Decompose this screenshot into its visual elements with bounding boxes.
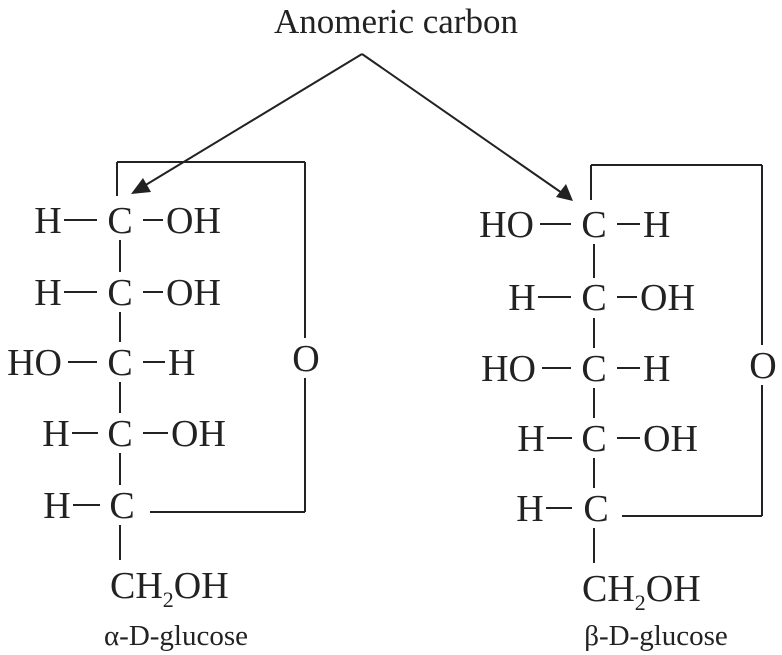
ring-oxygen: O <box>292 338 319 380</box>
ring-oxygen: O <box>749 345 776 387</box>
carbon-atom: C <box>107 413 132 455</box>
substituent-left: H <box>43 485 70 527</box>
substituent-left: H <box>34 272 61 314</box>
carbon-atom: C <box>107 200 132 242</box>
arrow-line-right <box>361 53 563 194</box>
ch2oh-group: CH2OH <box>110 565 229 612</box>
ch2oh-group: CH2OH <box>582 568 701 615</box>
substituent-right: H <box>168 342 195 384</box>
substituent-left: H <box>517 418 544 460</box>
substituent-left: HO <box>7 342 62 384</box>
substituent-left: H <box>42 413 69 455</box>
beta-glucose-structure: O HO C H H C OH HO C H H C OH H C <box>479 164 777 652</box>
alpha-glucose-structure: O H C OH H C OH HO C H H C OH H C <box>7 161 320 652</box>
carbon-atom: C <box>107 342 132 384</box>
substituent-left: H <box>508 277 535 319</box>
carbon-atom: C <box>109 485 134 527</box>
carbon-atom: C <box>583 488 608 530</box>
ch2oh-tail: OH <box>174 565 229 607</box>
diagram-title: Anomeric carbon <box>274 2 518 41</box>
carbon-atom: C <box>581 418 606 460</box>
ch2oh-main: CH <box>582 568 635 610</box>
substituent-right: OH <box>166 272 221 314</box>
ch2oh-main: CH <box>110 565 163 607</box>
carbon-atom: C <box>107 272 132 314</box>
ch2oh-tail: OH <box>646 568 701 610</box>
ch2oh-subscript: 2 <box>635 590 646 615</box>
structure-caption: α-D-glucose <box>104 620 248 652</box>
substituent-right: OH <box>171 413 226 455</box>
carbon-atom: C <box>581 204 606 246</box>
carbon-atom: C <box>581 277 606 319</box>
substituent-right: OH <box>640 277 695 319</box>
substituent-left: H <box>516 488 543 530</box>
arrowhead-left-icon <box>131 178 151 194</box>
arrowhead-right-icon <box>556 184 573 201</box>
substituent-right: OH <box>643 418 698 460</box>
carbon-atom: C <box>581 348 606 390</box>
structure-caption: β-D-glucose <box>584 620 728 652</box>
substituent-right: H <box>643 204 670 246</box>
ch2oh-subscript: 2 <box>163 587 174 612</box>
arrow-line-left <box>143 53 363 187</box>
substituent-left: HO <box>481 348 536 390</box>
substituent-right: OH <box>166 200 221 242</box>
substituent-left: HO <box>479 204 534 246</box>
substituent-left: H <box>34 200 61 242</box>
substituent-right: H <box>643 348 670 390</box>
